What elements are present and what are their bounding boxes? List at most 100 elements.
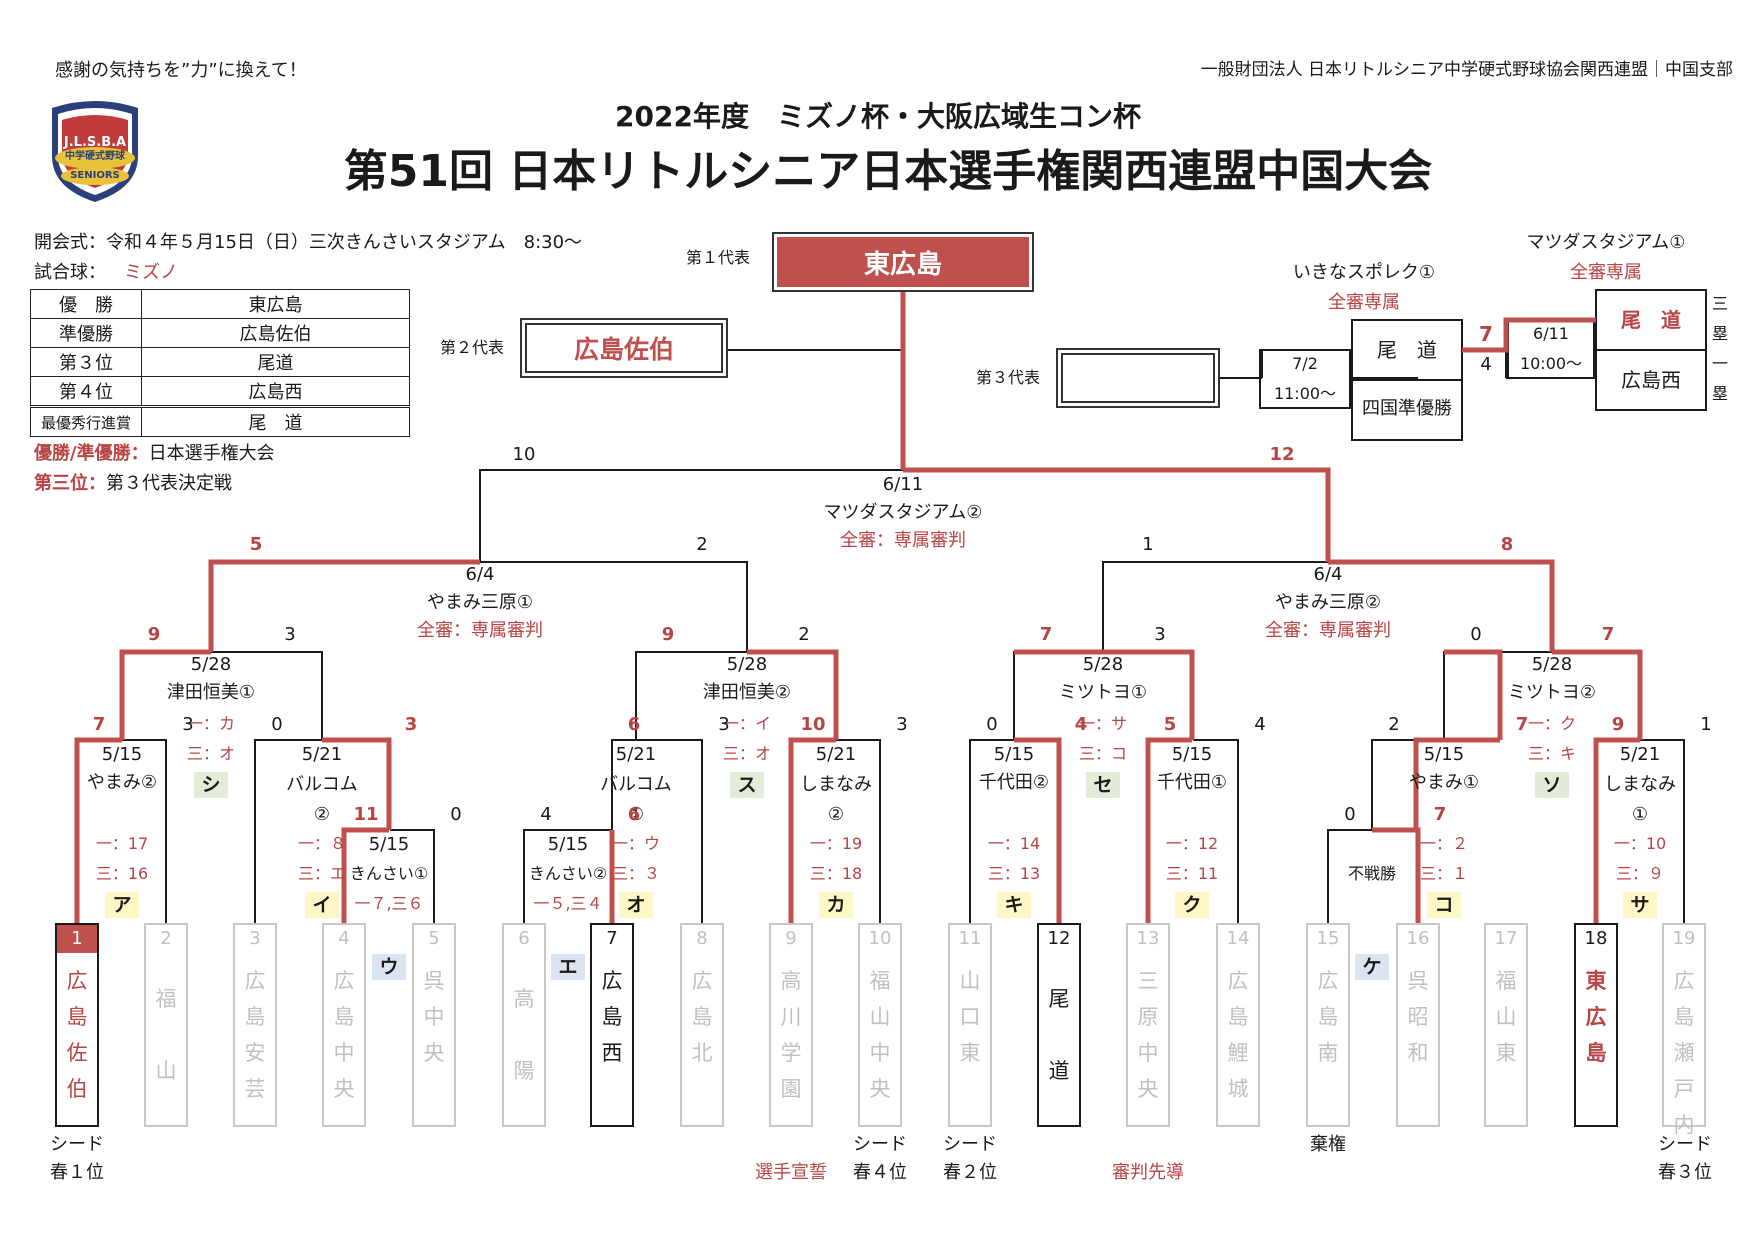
team-cell: 広島佐伯 (141, 318, 410, 348)
third-venue-2: マツダスタジアム① (1526, 232, 1686, 253)
r2-ump-first: 一：19 (809, 834, 863, 853)
team-number: 1 (57, 925, 97, 953)
team-number: 11 (958, 928, 982, 949)
team-cell: 尾道 (141, 347, 410, 377)
final-ump: 全審：専属審判 (840, 530, 966, 551)
rank-cell: 第３位 (30, 347, 142, 377)
qf-date: 5/28 (1531, 654, 1573, 675)
team-name: 広島北 (691, 969, 713, 1065)
team-name: 広島瀬戸内 (1673, 969, 1695, 1137)
r2-venue: 千代田② (978, 772, 1050, 793)
qf-score-left: 0 (1470, 624, 1482, 645)
jlsba-logo: J.L.S.B.A 中学硬式野球 SENIORS (40, 96, 150, 206)
r2-ump-first: 一：17 (95, 834, 149, 853)
qf-score-right: 2 (798, 624, 810, 645)
semi1-date: 6/4 (465, 564, 495, 585)
rank-cell: 優 勝 (30, 289, 142, 319)
r2-ump-third: 三：１ (1419, 864, 1469, 883)
qf-label: ス (730, 772, 764, 798)
team-number: 15 (1316, 928, 1340, 949)
r2-label: カ (819, 892, 853, 918)
table-row: 第３位尾道 (30, 347, 410, 377)
third-side-1a: 三 (1712, 294, 1729, 313)
r2-ump-third: 三：エ (297, 864, 347, 883)
r2-date: 5/15 (1171, 744, 1213, 765)
team-name: 福山東 (1495, 969, 1517, 1065)
team-cell: 東広島 (141, 289, 410, 319)
team-number: 12 (1047, 928, 1071, 949)
third-side-2a: 一 (1712, 354, 1729, 373)
r2-ump-first: 一：10 (1613, 834, 1667, 853)
team-name: 広島鯉城 (1227, 969, 1249, 1101)
qf-date: 5/28 (190, 654, 232, 675)
team-number: 9 (785, 928, 797, 949)
r2-label: イ (305, 892, 339, 918)
seed3-label: シード (1658, 1134, 1712, 1155)
r2-score-right: 3 (718, 714, 730, 735)
team-number: 6 (518, 928, 530, 949)
r2-date: 5/21 (815, 744, 857, 765)
qf-venue: ミツトヨ① (1058, 682, 1148, 703)
r2-ump-third: 三：18 (809, 864, 863, 883)
team-name: 東広島 (1585, 969, 1607, 1065)
team-number: 5 (428, 928, 440, 949)
r2-label: キ (997, 892, 1031, 918)
r1-score-right: 7 (1433, 804, 1447, 825)
r1-date: 5/15 (368, 834, 410, 855)
third-side-2b: 塁 (1712, 384, 1729, 403)
note-qualifier-text: 日本選手権大会 (148, 443, 275, 464)
r1-label: ケ (1355, 954, 1389, 980)
r2-score-left: 10 (800, 714, 826, 735)
rep1-label: 第１代表 (686, 248, 751, 267)
third-team-b: 四国準優勝 (1362, 398, 1452, 419)
rep2-box: 広島佐伯 (520, 318, 728, 378)
qf-ump-first: 一：サ (1078, 714, 1128, 733)
team-name: 福山 (155, 987, 177, 1083)
rank-cell: 最優秀行進賞 (30, 405, 142, 437)
note-third-label: 第三位： (34, 473, 106, 494)
third-score-b: 4 (1480, 354, 1492, 375)
r1-score-left: 11 (353, 804, 379, 825)
team-cell: 広島西 (141, 376, 410, 407)
r2-date: 5/15 (993, 744, 1035, 765)
semi1-ump: 全審：専属審判 (417, 620, 543, 641)
qf-date: 5/28 (1082, 654, 1124, 675)
qf-label: セ (1086, 772, 1120, 798)
final-date: 6/11 (882, 474, 924, 495)
third-time-2: 10:00〜 (1519, 354, 1583, 373)
qf-ump-first: 一：イ (722, 714, 772, 733)
rep2-label: 第２代表 (440, 338, 505, 357)
qf-venue: ミツトヨ② (1507, 682, 1597, 703)
third-team-c: 尾 道 (1621, 308, 1681, 332)
r2-venue: 千代田① (1156, 772, 1228, 793)
r2-score-left: 2 (1388, 714, 1400, 735)
qf-label: ソ (1535, 772, 1569, 798)
final-score-right: 12 (1269, 444, 1295, 465)
r2-score-right: 7 (1515, 714, 1529, 735)
qf-ump-third: 三：オ (186, 744, 236, 763)
qf-venue: 津田恒美① (166, 682, 256, 703)
team-name: 呉昭和 (1407, 969, 1429, 1065)
team-number: 13 (1136, 928, 1160, 949)
r2-score-left: 9 (1611, 714, 1625, 735)
team-number: 8 (696, 928, 708, 949)
page-title: 第51回 日本リトルシニア日本選手権関西連盟中国大会 (343, 146, 1433, 197)
logo-text: J.L.S.B.A (63, 135, 127, 150)
rep3-team (1061, 353, 1215, 403)
seed1-label: シード (50, 1134, 104, 1155)
r1-venue: 不戦勝 (1347, 864, 1397, 883)
note-qualifier-label: 優勝/準優勝： (34, 443, 149, 464)
r2-date: 5/21 (301, 744, 343, 765)
game-ball: ミズノ (124, 262, 178, 283)
final-score-left: 10 (512, 444, 536, 465)
qf-ump-first: 一：ク (1527, 714, 1577, 733)
r2-score-left: 7 (92, 714, 106, 735)
